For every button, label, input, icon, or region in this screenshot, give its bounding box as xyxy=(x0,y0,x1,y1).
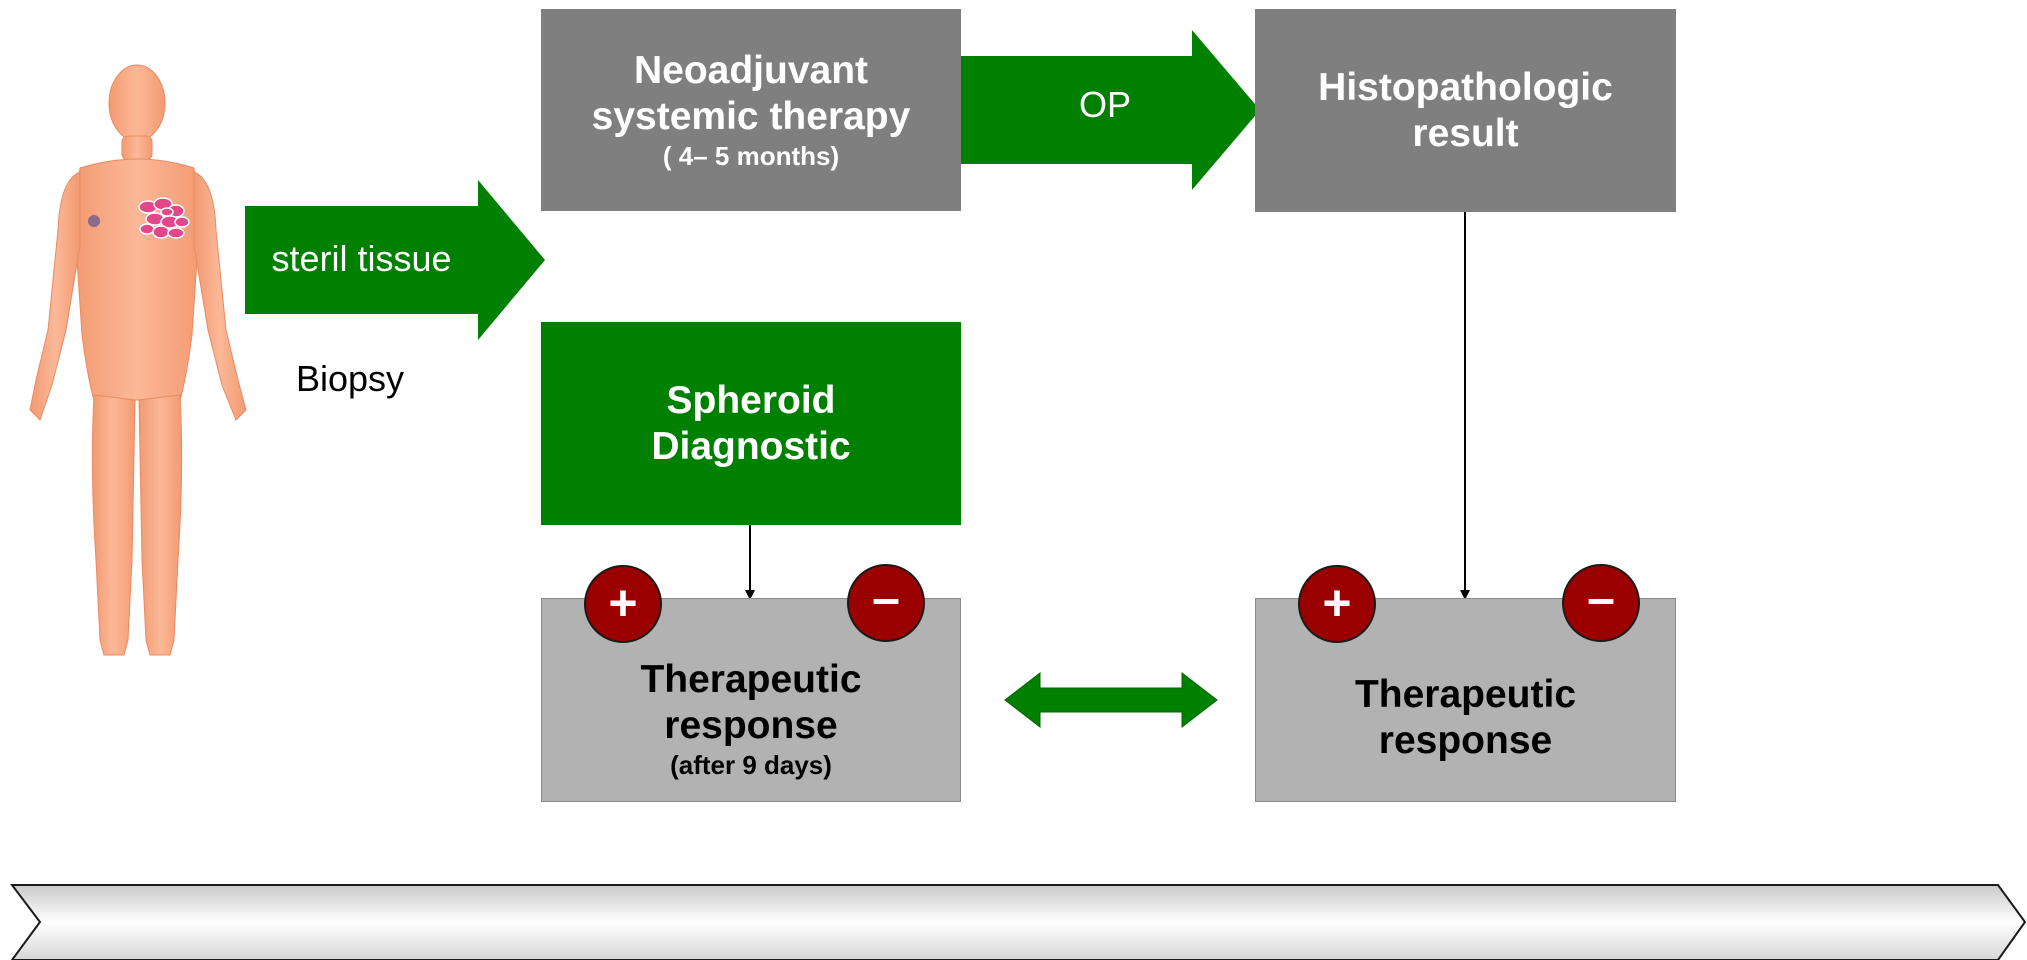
nipple-marker xyxy=(88,215,100,227)
spheroid-title: Spheroid Diagnostic xyxy=(651,378,851,468)
comparison-double-arrow xyxy=(1004,671,1218,729)
plus-badge-left-symbol: + xyxy=(608,575,637,631)
arrow-steril-tissue xyxy=(245,180,545,340)
therapeutic-response-left-duration: (after 9 days) xyxy=(670,750,832,780)
patient-figure xyxy=(29,64,247,656)
minus-badge-left-symbol: – xyxy=(872,570,900,626)
plus-badge-right: + xyxy=(1298,565,1376,643)
plus-badge-left: + xyxy=(584,565,662,643)
minus-badge-right: – xyxy=(1562,564,1640,642)
therapeutic-response-left-title: Therapeutic response xyxy=(640,658,862,747)
therapeutic-response-right-title: Therapeutic response xyxy=(1354,673,1577,762)
histopathologic-title: Histopathologic result xyxy=(1318,65,1613,155)
arrow-op xyxy=(960,30,1260,190)
minus-badge-right-symbol: – xyxy=(1587,570,1615,626)
histopathologic-result-box: Histopathologic result xyxy=(1255,9,1676,212)
plus-badge-right-symbol: + xyxy=(1322,575,1351,631)
op-label: OP xyxy=(1078,84,1131,125)
spheroid-diagnostic-box: Spheroid Diagnostic xyxy=(541,322,961,525)
steril-tissue-label: steril tissue xyxy=(271,238,452,279)
neoadjuvant-title: Neoadjuvant systemic therapy xyxy=(591,49,911,138)
minus-badge-left: – xyxy=(847,564,925,642)
neoadjuvant-therapy-box: Neoadjuvant systemic therapy ( 4– 5 mont… xyxy=(541,9,961,211)
tumor-cells xyxy=(138,197,190,239)
timeline-chevron xyxy=(9,884,2027,960)
biopsy-label: Biopsy xyxy=(296,358,405,399)
neoadjuvant-duration: ( 4– 5 months) xyxy=(662,141,840,171)
